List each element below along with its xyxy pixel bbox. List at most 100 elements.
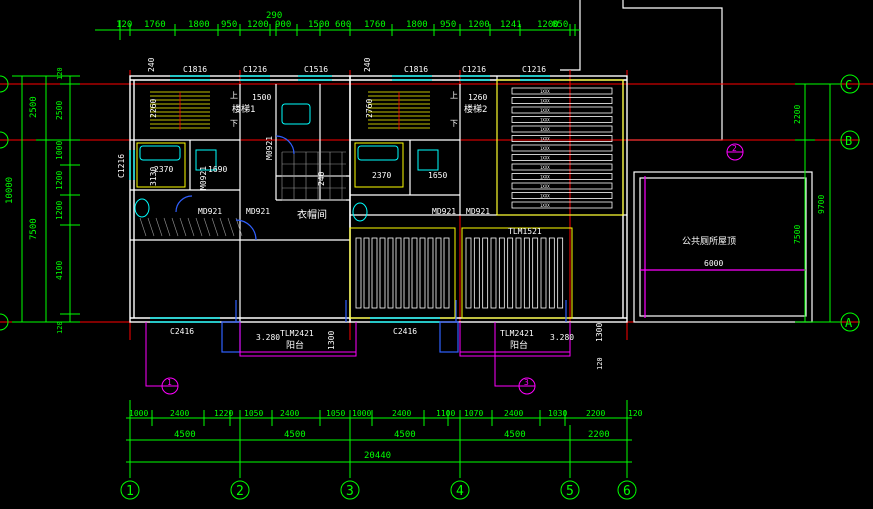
bottom-dim-row1-label: 2400 <box>170 409 189 418</box>
stair2-label: 楼梯2 <box>464 103 487 115</box>
rack-bar <box>523 237 530 309</box>
axis-bubble-B <box>840 130 860 150</box>
rack-shelf <box>511 116 613 123</box>
public-toilet-roof <box>633 171 813 323</box>
balconies <box>239 322 571 357</box>
door-label-m0921-a: M0921 <box>265 136 274 160</box>
tlm-right: TLM2421 <box>500 329 534 338</box>
rack-bar <box>355 237 362 309</box>
dim-1300-right: 1300 <box>595 323 604 342</box>
top-dim-small: 290 <box>266 11 282 21</box>
rack-shelf <box>511 106 613 114</box>
door-label-3: MD921 <box>432 207 456 216</box>
dim-240-b: 240 <box>363 57 372 72</box>
bottom-dim-row1-label: 2200 <box>586 409 605 418</box>
bottom-dim-row2-label: 4500 <box>284 430 306 440</box>
rack-bar <box>498 237 505 309</box>
rack-bar <box>507 237 514 309</box>
rack-bar <box>371 237 378 309</box>
axis-bubble-1 <box>120 480 140 500</box>
dim-1690: 1690 <box>208 165 227 174</box>
rack-shelf <box>511 163 613 171</box>
dim-1650: 1650 <box>428 171 447 180</box>
axis-bubble-2 <box>230 480 250 500</box>
bottom-dim-row1-label: 1030 <box>548 409 567 418</box>
top-dim-label: 950 <box>440 20 456 30</box>
axis-bubble-label: 6 <box>623 484 631 499</box>
bottom-dim-row2-label: 4500 <box>174 430 196 440</box>
rack-bar <box>515 237 522 309</box>
left-seg-1000: 1000 <box>55 141 64 160</box>
dim-2760: 2760 <box>365 99 374 118</box>
window-label-c1216-a: C1216 <box>243 65 267 74</box>
rack-bar <box>548 237 555 309</box>
rack-bar <box>435 237 442 309</box>
top-dimension-chain <box>95 20 580 40</box>
balcony2-label: 阳台 <box>510 339 528 351</box>
bottom-overall-dim: 20440 <box>364 451 391 461</box>
rack-bar <box>482 237 489 309</box>
rack-bar <box>443 237 450 309</box>
rack-label: 1XXX <box>540 184 550 189</box>
axis-bubble-3 <box>340 480 360 500</box>
left-dimension-chains <box>12 75 80 323</box>
rack-shelf <box>511 173 613 180</box>
rack-bar <box>532 237 539 309</box>
stair1-label: 楼梯1 <box>232 103 255 115</box>
bottom-dim-row1-label: 120 <box>628 409 643 418</box>
axis-bubble-label: B <box>845 134 852 148</box>
axis-bubble-label: 5 <box>566 484 574 499</box>
rack-label: 1XXX <box>540 175 550 180</box>
tag-3-number: 3 <box>524 378 529 387</box>
axis-bubble-5 <box>560 480 580 500</box>
dim-1300-left: 1300 <box>327 331 336 350</box>
dim-120-bottom: 120 <box>596 357 604 370</box>
axis-bubble-6 <box>617 480 637 500</box>
rack-shelf <box>511 87 613 95</box>
rack-shelf <box>511 97 613 104</box>
dim-2370-right: 2370 <box>372 171 391 180</box>
elev-left: 3.280 <box>256 333 280 342</box>
top-dim-label: 950 <box>221 20 237 30</box>
left-dim-total: 10000 <box>5 177 15 204</box>
axis-bubble-partial <box>0 75 9 93</box>
down-arrow-1: 下 <box>230 119 238 128</box>
axis-bubble-label: C <box>845 78 852 92</box>
rack-bar <box>540 237 547 309</box>
rack-label: 1XXX <box>540 108 550 113</box>
door-label-2: MD921 <box>246 207 270 216</box>
axis-bubble-label: 3 <box>346 484 354 499</box>
stair2-dim: 1260 <box>468 93 487 102</box>
left-dim-2500: 2500 <box>29 96 39 118</box>
door-label-m0921-b: M0921 <box>199 166 208 190</box>
rack-bar <box>379 237 386 309</box>
rack-shelf <box>511 154 613 161</box>
left-seg-2500: 2500 <box>55 101 64 120</box>
bottom-dim-row1-label: 2400 <box>280 409 299 418</box>
closet-label: 衣帽间 <box>297 208 327 221</box>
axis-bubble-label: 1 <box>126 484 134 499</box>
bottom-dim-row1-label: 2400 <box>504 409 523 418</box>
left-seg-4100: 4100 <box>55 261 64 280</box>
rack-bar <box>490 237 497 309</box>
rack-bar <box>465 237 472 309</box>
left-dim-7500: 7500 <box>29 218 39 240</box>
section-tags <box>145 143 744 395</box>
top-dim-label: 900 <box>275 20 291 30</box>
top-dim-label: 600 <box>335 20 351 30</box>
top-dim-label: 1800 <box>406 20 428 30</box>
axis-bubble-label: 2 <box>236 484 244 499</box>
roof-width-dim: 6000 <box>704 259 723 268</box>
rack-shelf <box>511 182 613 190</box>
right-dimension-chains <box>795 83 840 323</box>
door-label-4: MD921 <box>466 207 490 216</box>
bottom-dim-row1-label: 1000 <box>129 409 148 418</box>
up-arrow-1: 上 <box>230 91 238 100</box>
dim-240-c: 240 <box>317 171 326 186</box>
top-dim-label: 1800 <box>188 20 210 30</box>
top-dim-label: 1200 <box>247 20 269 30</box>
axis-bubble-label: A <box>845 316 853 330</box>
